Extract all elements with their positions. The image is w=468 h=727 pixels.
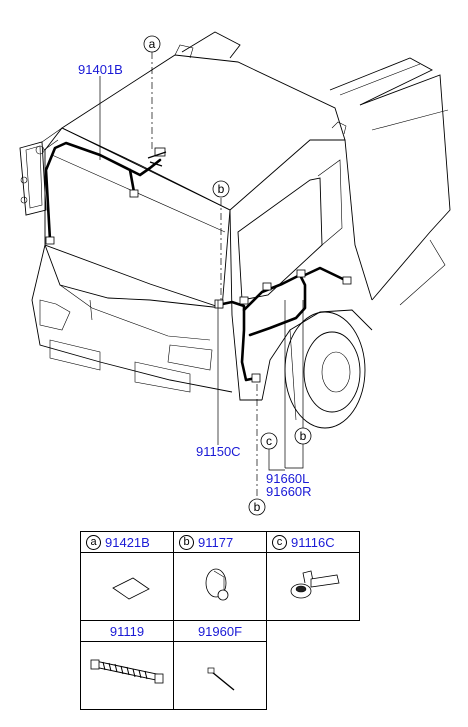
callout-b-top: b: [212, 180, 230, 198]
pad-icon: [112, 577, 150, 600]
legend-cell-91119: [80, 641, 174, 710]
svg-text:c: c: [266, 434, 272, 448]
wiring-harness-lines: [44, 141, 347, 382]
label-91401b: 91401B: [78, 62, 123, 77]
label-91660r: 91660R: [266, 484, 312, 499]
callout-a: a: [143, 35, 161, 53]
label-91150c: 91150C: [196, 444, 241, 459]
legend-part-no-b: 91177: [198, 535, 234, 550]
legend-header-c: c 91116C: [266, 531, 360, 553]
grommet-icon: [205, 568, 229, 601]
svg-text:b: b: [254, 500, 261, 514]
legend-header-a: a 91421B: [80, 531, 174, 553]
callout-c: c: [260, 432, 278, 450]
legend-header-b: b 91177: [173, 531, 267, 553]
clip-icon: [290, 570, 340, 599]
protector-tube-icon: [90, 659, 164, 684]
legend-empty-cell: [267, 621, 360, 642]
parts-legend-table: a 91421B b 91177 c 91116C: [80, 531, 360, 710]
legend-cell-a: [80, 552, 174, 621]
cable-tie-icon: [207, 667, 235, 691]
legend-part-no-91119: 91119: [109, 624, 145, 639]
callout-b-right: b: [294, 427, 312, 445]
svg-text:b: b: [218, 182, 225, 196]
legend-part-no-91960f: 91960F: [197, 624, 243, 639]
truck-wiring-diagram: a b c b b 91401B 91150C 91660L 91660R: [19, 31, 451, 516]
callout-b-bottom: b: [248, 498, 266, 516]
svg-text:a: a: [149, 37, 156, 51]
legend-cell-c: [266, 552, 360, 621]
legend-header-91960f: 91960F: [173, 620, 267, 642]
legend-header-91119: 91119: [80, 620, 174, 642]
connector-markers: [45, 147, 352, 383]
legend-cell-91960f: [173, 641, 267, 710]
label-91660l: 91660L: [266, 471, 309, 486]
legend-part-no-c: 91116C: [291, 535, 335, 550]
legend-cell-b: [173, 552, 267, 621]
svg-text:b: b: [300, 429, 307, 443]
legend-badge-b: b: [179, 535, 194, 550]
legend-badge-a: a: [86, 535, 101, 550]
legend-badge-c: c: [272, 535, 287, 550]
legend-empty-cell-2: [267, 642, 360, 710]
leader-lines: [99, 52, 304, 500]
legend-part-no-a: 91421B: [105, 535, 150, 550]
truck-cab-illustration: [19, 31, 451, 429]
